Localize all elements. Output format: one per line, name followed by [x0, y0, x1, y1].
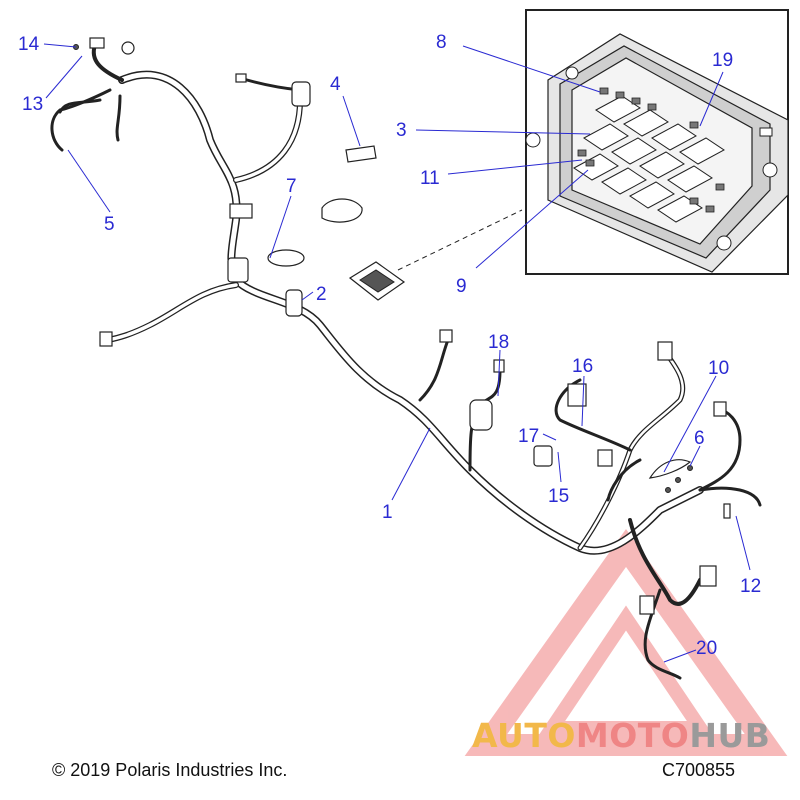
- inset-link-line: [397, 209, 523, 271]
- callout-15: 15: [548, 486, 569, 507]
- callout-11: 11: [420, 168, 440, 189]
- callout-6: 6: [694, 428, 705, 449]
- callout-13: 13: [22, 94, 43, 115]
- callout-17: 17: [518, 426, 539, 447]
- callout-12: 12: [740, 576, 761, 597]
- callout-labels: 1 2 3 4 5 6 7 8 9 10 11 12 13 14 15 16 1…: [18, 32, 761, 659]
- detail-inset: [525, 9, 789, 275]
- callout-10: 10: [708, 358, 729, 379]
- callout-4: 4: [330, 74, 341, 95]
- drawing-id: C700855: [662, 760, 736, 780]
- callout-3: 3: [396, 120, 407, 141]
- watermark-part-moto: MOTO: [575, 716, 690, 755]
- leader-lines: [43, 43, 751, 663]
- callout-2: 2: [316, 284, 327, 305]
- callout-8: 8: [436, 32, 447, 53]
- watermark-part-hub: HUB: [689, 716, 771, 755]
- callout-14: 14: [18, 34, 40, 55]
- callout-1: 1: [382, 502, 393, 523]
- main-harness: [50, 43, 762, 680]
- callout-16: 16: [572, 356, 593, 377]
- copyright-text: © 2019 Polaris Industries Inc.: [52, 760, 288, 780]
- watermark-text: AUTOMOTOHUB: [472, 716, 770, 755]
- callout-9: 9: [456, 276, 467, 297]
- watermark-logo: [464, 529, 788, 756]
- callout-18: 18: [488, 332, 509, 353]
- watermark-part-auto: AUTO: [472, 716, 576, 755]
- connectors: [73, 37, 731, 615]
- callout-20: 20: [696, 638, 717, 659]
- callout-5: 5: [104, 214, 115, 235]
- callout-7: 7: [286, 176, 297, 197]
- callout-19: 19: [712, 50, 733, 71]
